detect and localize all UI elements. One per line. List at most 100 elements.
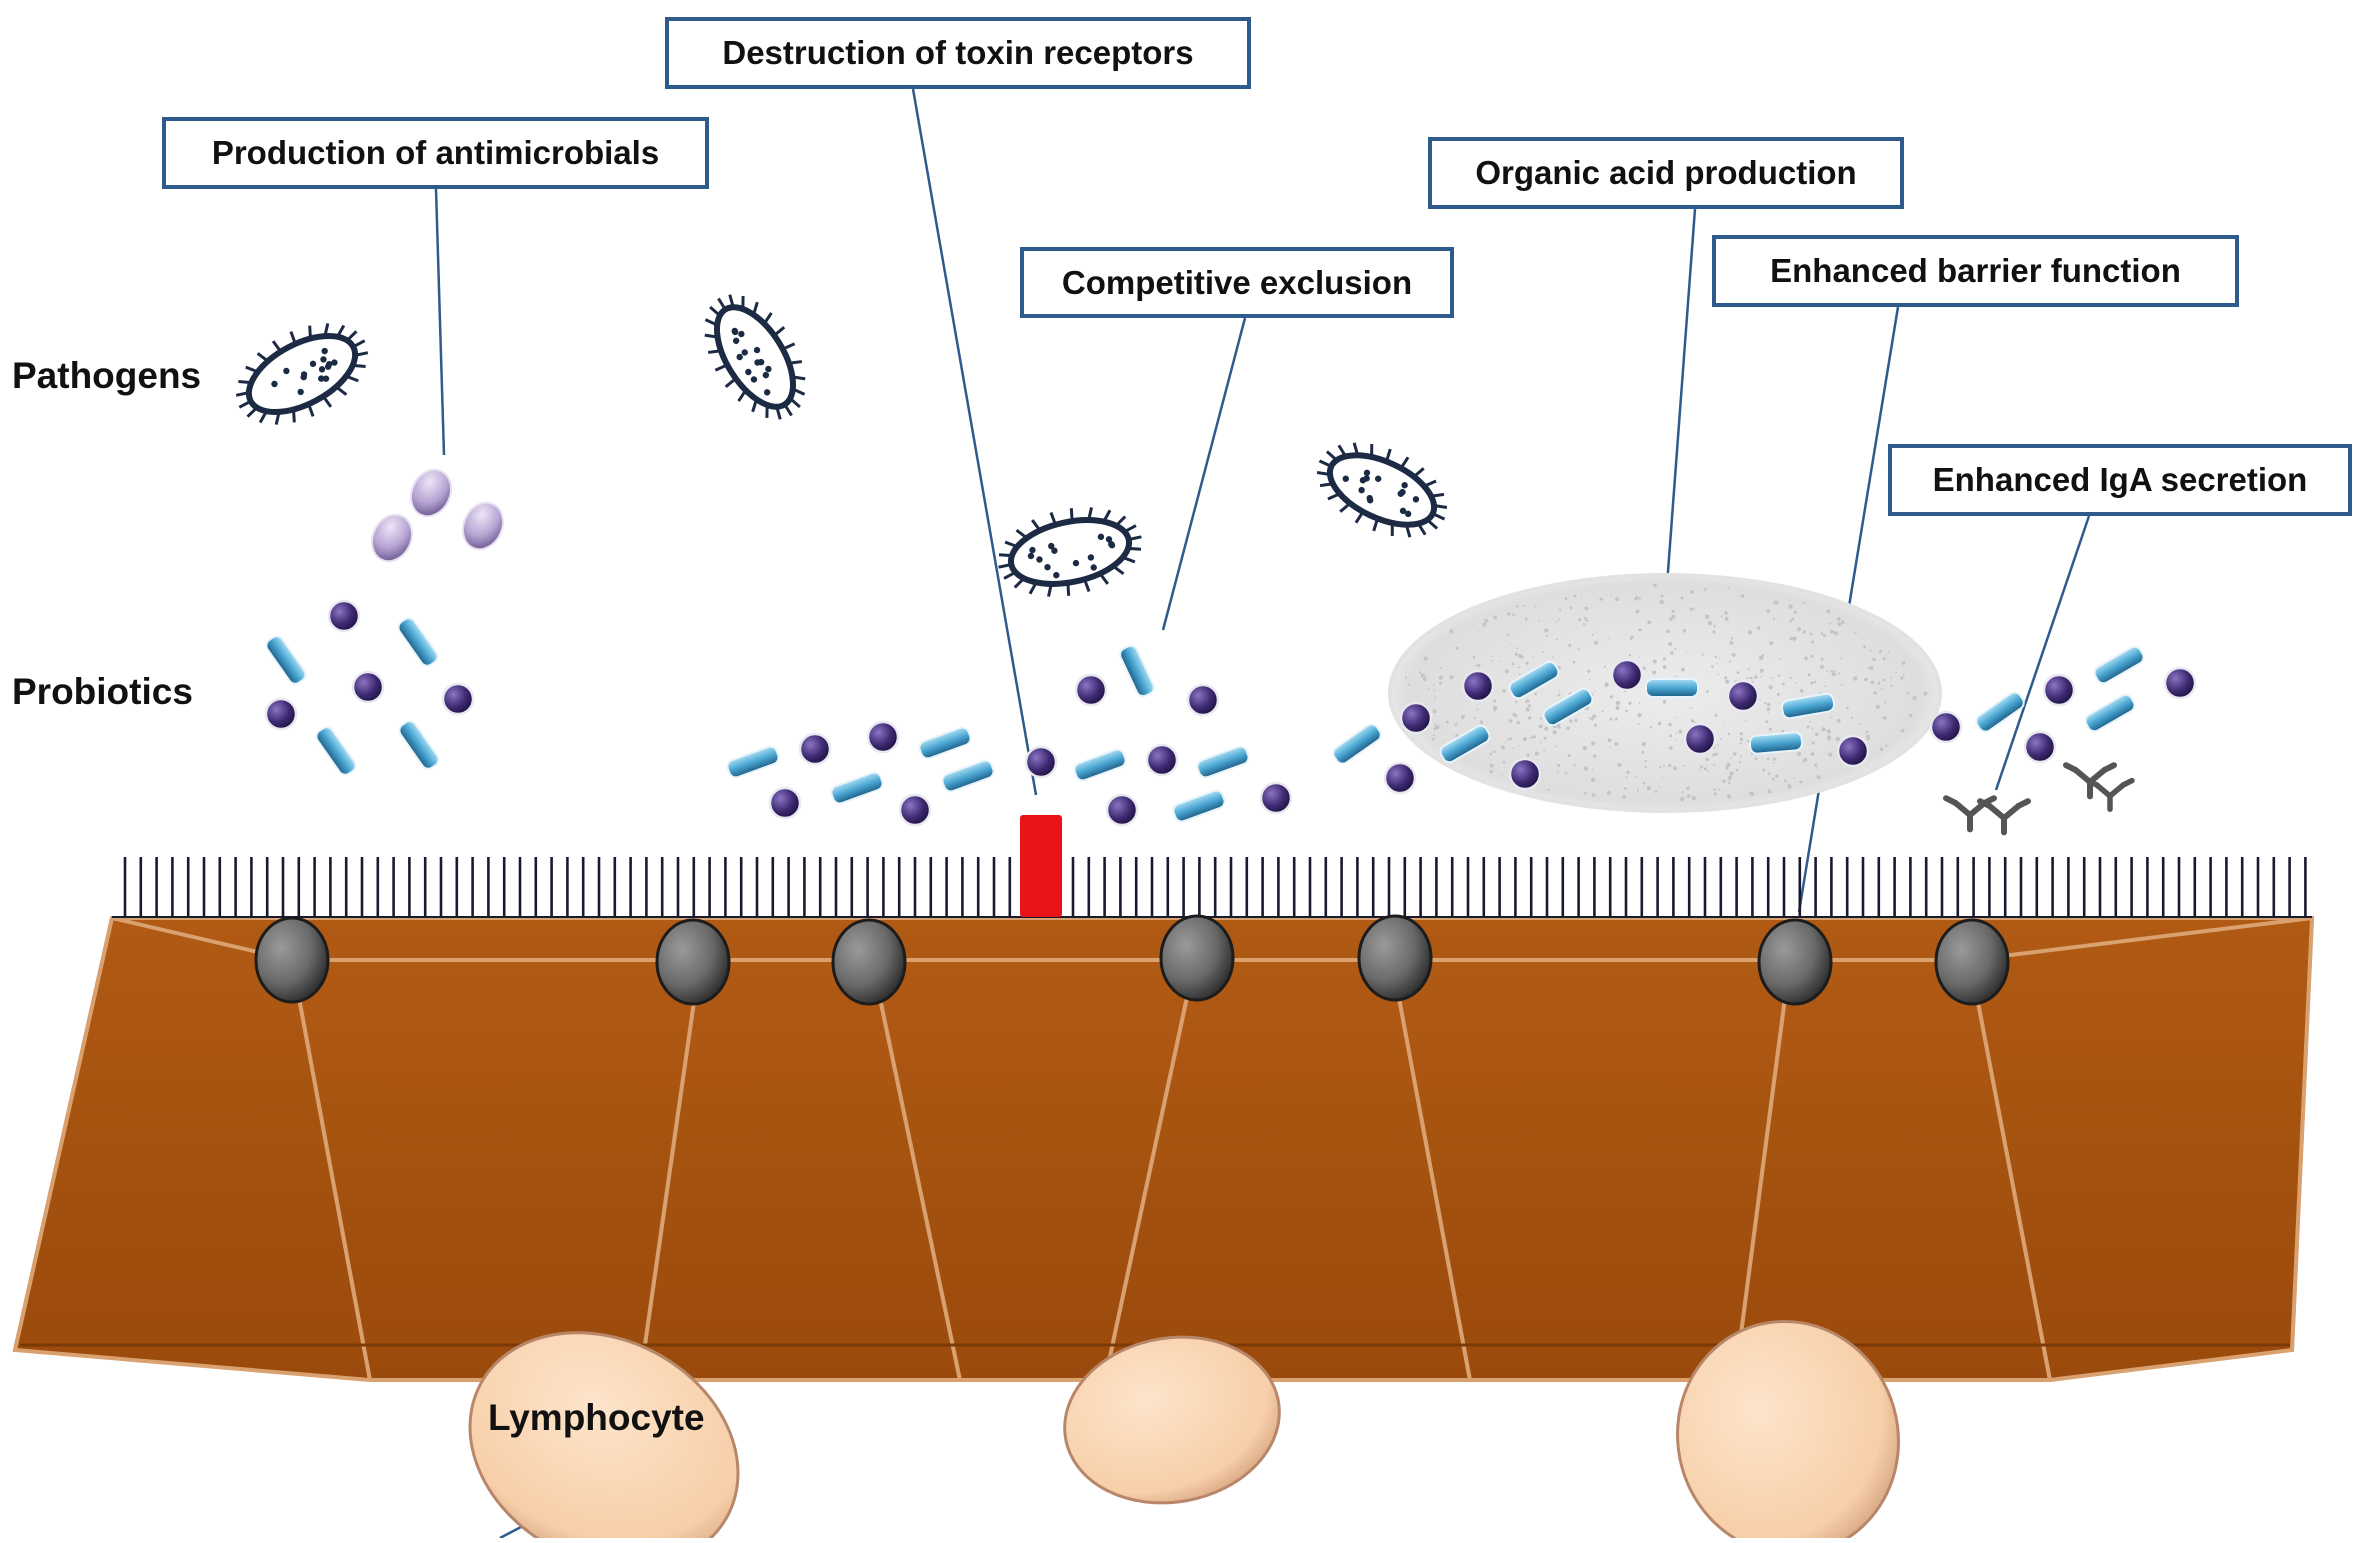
biofilm-texture-dot <box>1782 682 1785 685</box>
probiotic-rod <box>1331 722 1384 767</box>
probiotic-rod <box>725 745 780 780</box>
antimicrobial <box>365 508 420 568</box>
biofilm-texture-dot <box>1659 766 1661 768</box>
biofilm-texture-dot <box>1565 597 1568 600</box>
biofilm-texture-dot <box>1638 597 1641 600</box>
biofilm-texture-dot <box>1424 657 1428 661</box>
biofilm-texture-dot <box>1482 623 1486 627</box>
tight-junction <box>657 920 729 1004</box>
biofilm-texture-dot <box>1557 771 1559 773</box>
tight-junction <box>1359 916 1431 1000</box>
biofilm-texture-dot <box>1869 650 1871 652</box>
biofilm-texture-dot <box>1775 774 1778 777</box>
biofilm-texture-dot <box>1433 684 1435 686</box>
biofilm-texture-dot <box>1626 771 1629 774</box>
biofilm-texture-dot <box>1880 748 1884 752</box>
biofilm-texture-dot <box>1890 685 1892 687</box>
biofilm-texture-dot <box>1680 797 1684 801</box>
iga-antibody <box>1980 801 2028 832</box>
biofilm-texture-dot <box>1694 721 1695 722</box>
biofilm-texture-dot <box>1853 676 1857 680</box>
biofilm-texture-dot <box>1866 735 1870 739</box>
biofilm-texture-dot <box>1711 665 1714 668</box>
biofilm-texture-dot <box>1759 699 1760 700</box>
biofilm-texture-dot <box>1829 622 1831 624</box>
biofilm-texture-dot <box>1846 707 1849 710</box>
biofilm-texture-dot <box>1510 643 1511 644</box>
biofilm-texture-dot <box>1864 678 1868 682</box>
biofilm-texture-dot <box>1778 702 1780 704</box>
biofilm-texture-dot <box>1573 764 1575 766</box>
probiotic-coccus <box>2044 675 2074 705</box>
biofilm-texture-dot <box>1502 774 1503 775</box>
pathogen-bacterium <box>990 495 1151 609</box>
biofilm-texture-dot <box>1505 636 1506 637</box>
biofilm-texture-dot <box>1628 702 1631 705</box>
biofilm-texture-dot <box>1706 690 1709 693</box>
biofilm-texture-dot <box>1456 734 1459 737</box>
biofilm-texture-dot <box>1642 742 1646 746</box>
biofilm-texture-dot <box>1586 619 1589 622</box>
biofilm-texture-dot <box>1432 738 1435 741</box>
biofilm-texture-dot <box>1578 648 1580 650</box>
biofilm-texture-dot <box>1811 641 1814 644</box>
biofilm-texture-dot <box>1832 672 1836 676</box>
biofilm-texture-dot <box>1830 716 1832 718</box>
biofilm-texture-dot <box>1828 753 1832 757</box>
biofilm-texture-dot <box>1870 681 1874 685</box>
biofilm-texture-dot <box>1836 737 1840 741</box>
biofilm-texture-dot <box>1760 669 1764 673</box>
probiotic-rod <box>2083 692 2137 734</box>
label-enhanced-barrier-function: Enhanced barrier function <box>1712 235 2239 307</box>
biofilm-texture-dot <box>1757 626 1761 630</box>
iga-arm <box>1946 798 1956 803</box>
biofilm-texture-dot <box>1715 656 1717 658</box>
biofilm-texture-dot <box>1721 615 1723 617</box>
biofilm-texture-dot <box>1544 628 1548 632</box>
biofilm-texture-dot <box>1421 673 1425 677</box>
biofilm-texture-dot <box>1568 644 1571 647</box>
biofilm-texture-dot <box>1874 691 1877 694</box>
probiotic-rod <box>1646 679 1698 697</box>
biofilm-texture-dot <box>1556 745 1558 747</box>
biofilm-texture-dot <box>1834 631 1838 635</box>
biofilm-texture-dot <box>1808 673 1811 676</box>
biofilm-texture-dot <box>1592 793 1596 797</box>
biofilm-texture-dot <box>1517 721 1520 724</box>
biofilm-texture-dot <box>1826 670 1828 672</box>
biofilm-texture-dot <box>1686 787 1689 790</box>
biofilm-texture-dot <box>1803 761 1805 763</box>
biofilm-texture-dot <box>1587 670 1590 673</box>
probiotic-coccus <box>1510 759 1540 789</box>
biofilm-texture-dot <box>1745 720 1747 722</box>
biofilm-texture-dot <box>1493 706 1497 710</box>
biofilm-texture-dot <box>1544 727 1548 731</box>
biofilm-texture-dot <box>1534 693 1537 696</box>
probiotic-coccus <box>1107 795 1137 825</box>
biofilm-texture-dot <box>1821 632 1824 635</box>
biofilm-texture-dot <box>1748 668 1750 670</box>
biofilm-texture-dot <box>1841 621 1844 624</box>
biofilm-texture-dot <box>1558 691 1559 692</box>
biofilm-texture-dot <box>1574 595 1577 598</box>
biofilm-texture-dot <box>1643 667 1646 670</box>
biofilm-texture-dot <box>1717 744 1719 746</box>
biofilm-texture-dot <box>1838 672 1840 674</box>
probiotic-coccus <box>1076 675 1106 705</box>
biofilm-texture-dot <box>1578 618 1581 621</box>
biofilm-texture-dot <box>1804 656 1808 660</box>
biofilm-texture-dot <box>1604 683 1608 687</box>
biofilm-texture-dot <box>1503 761 1506 764</box>
biofilm-texture-dot <box>1518 666 1520 668</box>
biofilm-texture-dot <box>1473 656 1476 659</box>
biofilm-texture-dot <box>1552 656 1553 657</box>
biofilm-texture-dot <box>1823 634 1826 637</box>
probiotic-coccus <box>2165 668 2195 698</box>
biofilm-texture-dot <box>1478 664 1481 667</box>
biofilm-texture-dot <box>1729 660 1731 662</box>
biofilm-texture-dot <box>1870 666 1874 670</box>
probiotic-rod <box>1118 644 1156 699</box>
probiotic-coccus <box>353 672 383 702</box>
biofilm-texture-dot <box>1814 681 1817 684</box>
biofilm-texture-dot <box>1754 676 1757 679</box>
